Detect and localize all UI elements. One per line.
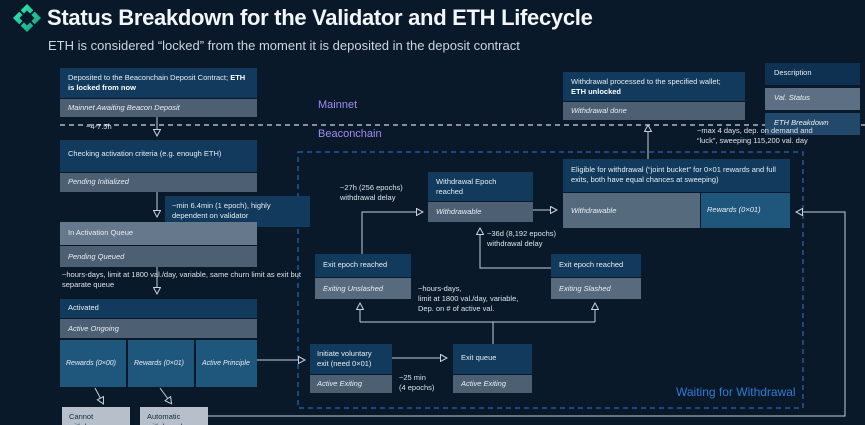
deposit-delay-note: ~4-7.5h	[86, 122, 112, 131]
exit-slashed-status: Exiting Slashed	[551, 277, 641, 299]
legend-eth-breakdown: ETH Breakdown	[765, 113, 860, 135]
eligible-rewards-cell: Rewards (0×01)	[701, 193, 790, 228]
exit-queue-box: Exit queue Active Exiting	[453, 344, 532, 393]
checking-box: Checking activation criteria (e.g. enoug…	[60, 140, 257, 192]
processed-desc-text: Withdrawal processed to the specified wa…	[571, 77, 721, 86]
eligible-withdrawable-cell: Withdrawable	[563, 193, 700, 228]
zone-label-beaconchain: Beaconchain	[318, 128, 382, 140]
exit-unslashed-description: Exit epoch reached	[315, 254, 411, 277]
exit-queue-status: Active Exiting	[453, 374, 532, 393]
initiate-exit-box: Initiate voluntary exit (need 0×01) Acti…	[310, 344, 392, 393]
automatic-withdrawal-box: Automatic withdrawal	[140, 407, 208, 425]
exit-slashed-description: Exit epoch reached	[551, 254, 641, 277]
exit-queue-description: Exit queue	[453, 344, 532, 374]
initiate-exit-status: Active Exiting	[310, 374, 392, 393]
exit-withdrawal-delay-note: ~27h (256 epochs) withdrawal delay	[340, 183, 403, 203]
deposited-desc-text: Deposited to the Beaconchain Deposit Con…	[68, 73, 231, 82]
deposited-description: Deposited to the Beaconchain Deposit Con…	[60, 68, 257, 98]
exit-unslashed-box: Exit epoch reached Exiting Unslashed	[315, 254, 411, 299]
legend-description: Description	[765, 63, 860, 85]
eth-cell-rewards-0x01: Rewards (0×01)	[128, 340, 194, 387]
activated-description: Activated	[60, 299, 257, 318]
deposited-box: Deposited to the Beaconchain Deposit Con…	[60, 68, 257, 117]
legend-val-status: Val. Status	[765, 88, 860, 110]
processed-box: Withdrawal processed to the specified wa…	[563, 72, 745, 120]
withdrawal-epoch-box: Withdrawal Epoch reached Withdrawable	[428, 172, 533, 222]
eligible-cells-row: Withdrawable Rewards (0×01)	[563, 193, 790, 228]
sweep-delay-note: ~max 4 days, dep. on demand and “luck”, …	[697, 126, 813, 146]
eth-cell-rewards-0x00: Rewards (0×00)	[60, 340, 126, 387]
initiate-exit-description: Initiate voluntary exit (need 0×01)	[310, 344, 392, 374]
activation-queue-status: Pending Queued	[60, 245, 257, 267]
activation-queue-box: In Activation Queue Pending Queued	[60, 222, 257, 267]
processed-desc-bold: ETH unlocked	[571, 87, 622, 97]
exit-queue-churn-note: ~hours-days, limit at 1800 val./day, var…	[418, 284, 519, 314]
deposited-desc-bold: ETH is locked from now	[68, 73, 246, 93]
checking-description: Checking activation criteria (e.g. enoug…	[60, 140, 257, 172]
zone-label-waiting-for-withdrawal: Waiting for Withdrawal	[676, 385, 796, 399]
eligible-box: Eligible for withdrawal (“joint bucket” …	[563, 159, 790, 228]
beaconchain-diamond-logo-icon	[12, 3, 42, 33]
checking-status: Pending Initialized	[60, 172, 257, 192]
eligible-description: Eligible for withdrawal (“joint bucket” …	[563, 159, 790, 192]
withdrawal-epoch-description: Withdrawal Epoch reached	[428, 172, 533, 201]
activated-eth-breakdown-row: Rewards (0×00) Rewards (0×01) Active Pri…	[60, 340, 257, 387]
deposited-status: Mainnet Awaiting Beacon Deposit	[60, 98, 257, 117]
activation-criteria-delay-label: ~min 6.4min (1 epoch), highly dependent …	[165, 196, 310, 227]
cannot-withdraw-box: Cannot withdraw	[62, 407, 130, 425]
voluntary-exit-delay-note: ~25 min (4 epochs)	[399, 373, 435, 393]
withdrawal-epoch-status: Withdrawable	[428, 201, 533, 222]
zone-label-mainnet: Mainnet	[318, 99, 358, 111]
eth-cell-active-principle: Active Principle	[196, 340, 257, 387]
exit-unslashed-status: Exiting Unslashed	[315, 277, 411, 299]
activation-queue-description: In Activation Queue	[60, 222, 257, 245]
slashed-withdrawal-delay-note: ~36d (8,192 epochs) withdrawal delay	[487, 229, 557, 249]
page-subtitle: ETH is considered “locked” from the mome…	[48, 38, 520, 53]
processed-description: Withdrawal processed to the specified wa…	[563, 72, 745, 101]
activated-status: Active Ongoing	[60, 318, 257, 338]
processed-status: Withdrawal done	[563, 101, 745, 120]
page-title: Status Breakdown for the Validator and E…	[47, 5, 593, 30]
exit-slashed-box: Exit epoch reached Exiting Slashed	[551, 254, 641, 299]
activation-queue-churn-note: ~hours-days, limit at 1800 val./day, var…	[62, 270, 301, 290]
activated-box: Activated Active Ongoing Rewards (0×00) …	[60, 299, 257, 387]
